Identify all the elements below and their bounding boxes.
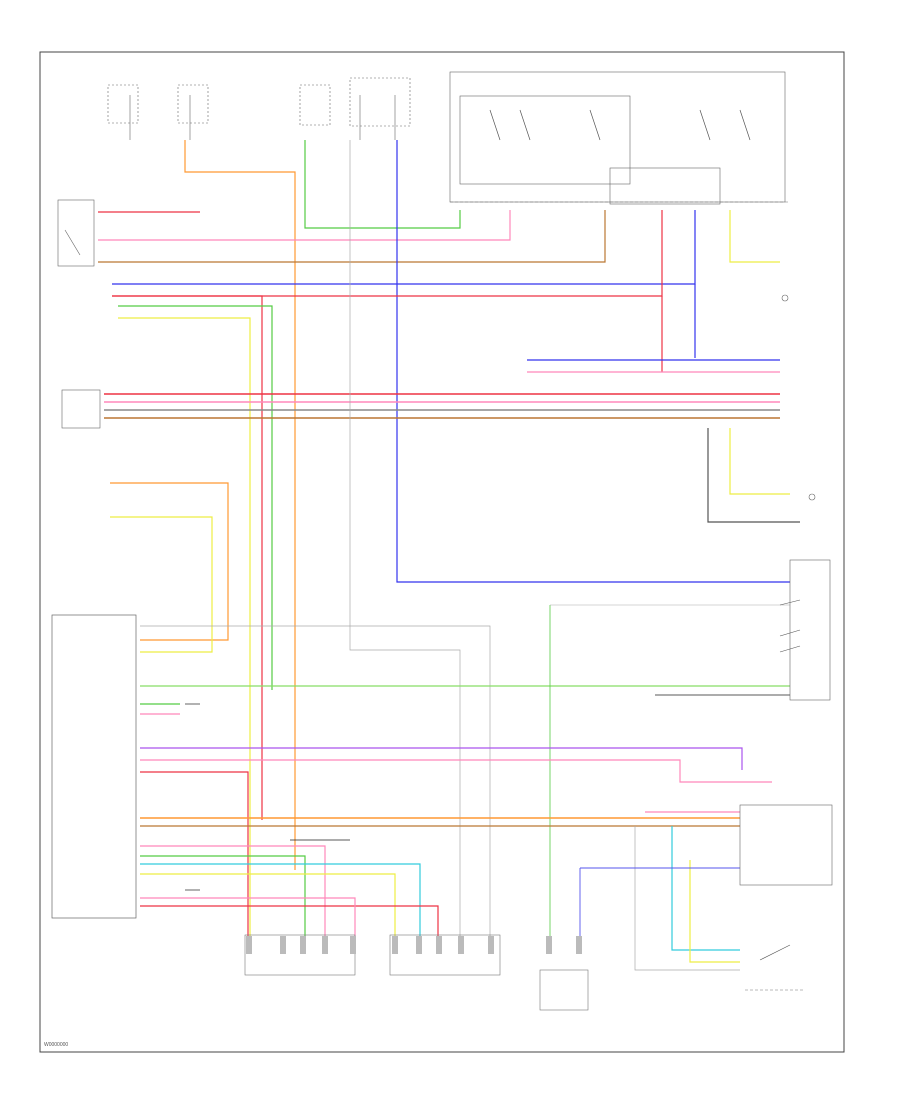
left-connector-box (57, 199, 95, 267)
wire-yellow-right2 (729, 428, 790, 495)
wire-orange-low (110, 482, 229, 641)
wire-cyan-right (671, 826, 740, 951)
right-switch-box-upper (779, 559, 831, 701)
wire-orange-top (184, 140, 296, 870)
wire-yellow-v1 (118, 317, 251, 940)
corner-code: W0000000 (44, 1042, 68, 1048)
top-fuse-block-left (107, 84, 209, 140)
wire-green-top (304, 140, 461, 229)
diagram-border (39, 51, 845, 1053)
wire-pink-low (140, 759, 772, 783)
wire-red-v1 (112, 295, 263, 820)
wire-brown-top (98, 210, 606, 263)
wire-blue-main (396, 140, 790, 583)
wire-bundle (98, 140, 800, 971)
top-relay-block-mid (299, 77, 411, 140)
bottom-connector-3 (539, 936, 589, 1011)
right-switch-box-mid (739, 804, 833, 886)
wire-yellow-right3 (689, 860, 740, 963)
left-sensor-box (61, 389, 101, 429)
control-unit-box (51, 614, 137, 919)
wire-green-fan (140, 855, 306, 940)
wire-pink-fan2 (140, 897, 356, 940)
wire-pink-fan1 (140, 845, 326, 940)
wire-red-fan (140, 905, 439, 940)
wire-red-low2 (140, 771, 249, 940)
right-sensor-circle (781, 294, 816, 501)
top-relay-block-right (449, 71, 790, 205)
wire-cyan-fan (140, 863, 421, 940)
wire-yellow-fan (140, 873, 396, 940)
wire-gray-v1 (349, 140, 461, 940)
wire-yellow-right1 (729, 210, 780, 263)
wire-blue-h1 (112, 210, 696, 285)
wire-pink-top (98, 210, 511, 241)
wire-gray-right (707, 428, 800, 523)
wire-red-h1 (112, 210, 663, 297)
wire-gray-right2 (634, 826, 740, 971)
bottom-connector-1 (244, 934, 356, 976)
bottom-connector-2 (389, 934, 501, 976)
right-switch-box-lower (745, 944, 805, 991)
wire-gray-v2 (140, 625, 491, 940)
wire-green-v1 (118, 305, 273, 690)
wire-yellow-low (110, 516, 213, 653)
wire-violet-low (140, 747, 743, 770)
